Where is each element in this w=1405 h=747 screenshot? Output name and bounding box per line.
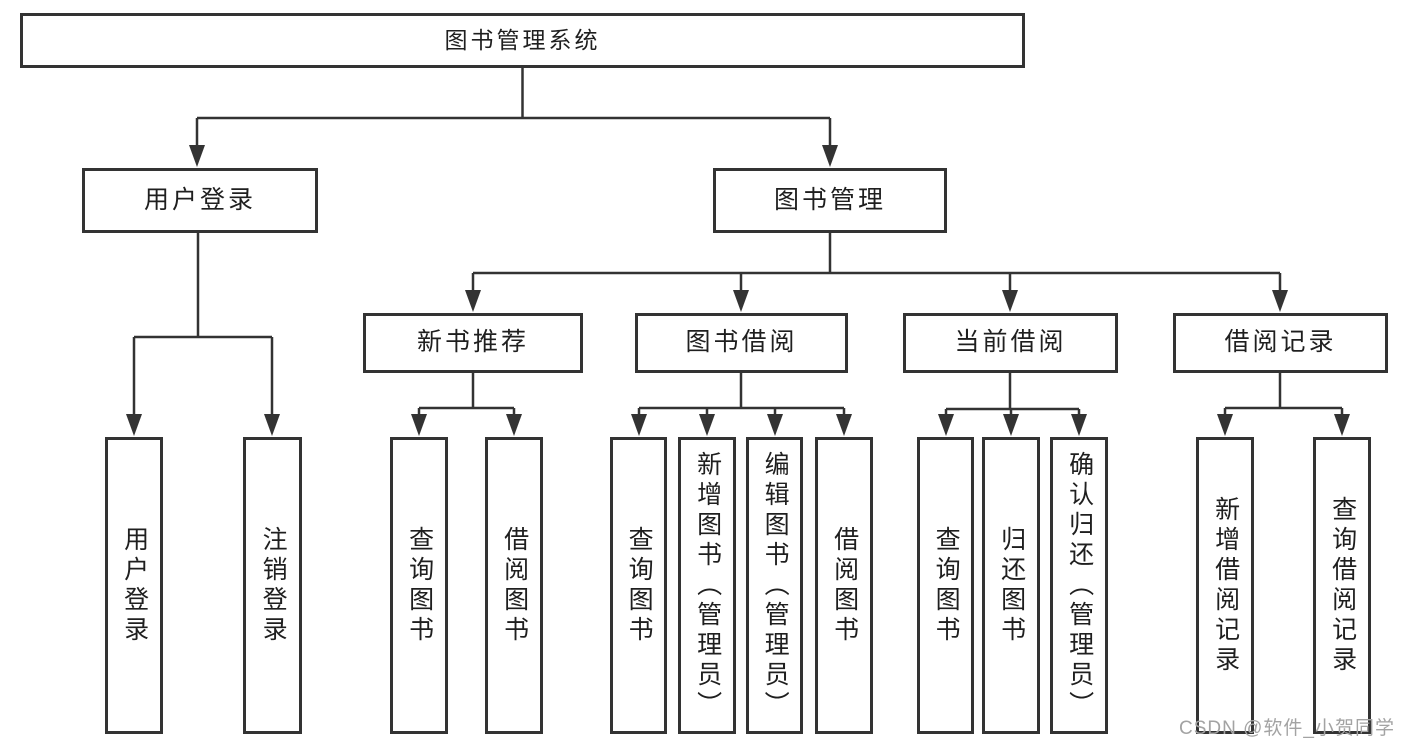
leaf-cb-query-books: 查询图书 — [917, 437, 974, 734]
connector-book-borrow-branch — [631, 373, 852, 436]
leaf-bb-borrow-books: 借阅图书 — [815, 437, 873, 734]
node-book-management: 图书管理 — [713, 168, 947, 233]
connector-book-mgmt-to-level3 — [465, 233, 1288, 312]
leaf-cb-return-books: 归还图书 — [982, 437, 1040, 734]
leaf-user-login: 用户登录 — [105, 437, 163, 734]
node-user-login: 用户登录 — [82, 168, 318, 233]
leaf-nb-borrow-books: 借阅图书 — [485, 437, 543, 734]
leaf-nb-query-books: 查询图书 — [390, 437, 448, 734]
leaf-bb-query-books: 查询图书 — [610, 437, 667, 734]
leaf-br-query-record: 查询借阅记录 — [1313, 437, 1371, 734]
node-book-borrow: 图书借阅 — [635, 313, 848, 373]
node-new-book-recommend: 新书推荐 — [363, 313, 583, 373]
leaf-logout: 注销登录 — [243, 437, 302, 734]
watermark: CSDN @软件_小贺同学 — [1179, 718, 1395, 739]
leaf-br-add-record: 新增借阅记录 — [1196, 437, 1254, 734]
node-root-system: 图书管理系统 — [20, 13, 1025, 68]
leaf-bb-edit-books-admin: 编辑图书（管理员） — [746, 437, 803, 734]
leaf-bb-add-books-admin: 新增图书（管理员） — [678, 437, 736, 734]
leaf-cb-confirm-return-admin: 确认归还（管理员） — [1050, 437, 1108, 734]
node-current-borrow: 当前借阅 — [903, 313, 1118, 373]
connector-root-to-level2 — [189, 68, 838, 167]
connector-current-borrow-branch — [938, 373, 1087, 436]
connector-borrow-records-branch — [1217, 373, 1350, 436]
connector-user-login-branch — [126, 233, 280, 436]
node-borrow-records: 借阅记录 — [1173, 313, 1388, 373]
connector-new-books-branch — [411, 373, 522, 436]
